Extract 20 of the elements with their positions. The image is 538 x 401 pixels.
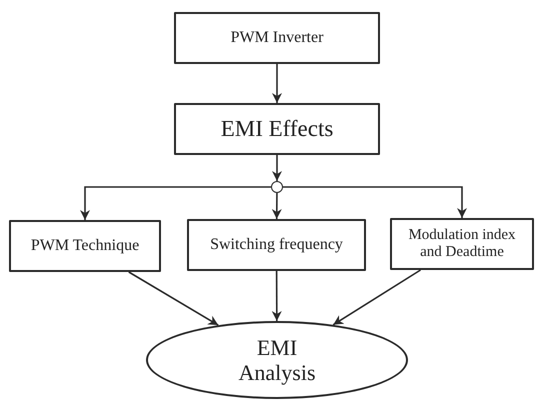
process-box xyxy=(187,219,366,271)
arrow xyxy=(272,64,282,103)
process-box xyxy=(390,218,534,270)
node-label: PWM Technique xyxy=(30,236,140,256)
arrow xyxy=(272,155,282,181)
node-label: EMI Effects xyxy=(220,116,334,142)
node-label: Switching frequency xyxy=(210,236,343,254)
junction-circle xyxy=(271,181,283,193)
node-label: PWM Inverter xyxy=(230,28,324,48)
arrow xyxy=(283,186,467,218)
arrow xyxy=(272,193,282,219)
process-box xyxy=(9,220,161,272)
node-label: Modulation index and Deadtime xyxy=(407,226,517,262)
process-box xyxy=(174,103,380,155)
arrow xyxy=(272,271,282,321)
arrow xyxy=(80,186,271,220)
node-label: EMI Analysis xyxy=(238,334,316,386)
process-box xyxy=(174,12,380,64)
arrow xyxy=(128,271,219,326)
arrow xyxy=(332,269,421,326)
